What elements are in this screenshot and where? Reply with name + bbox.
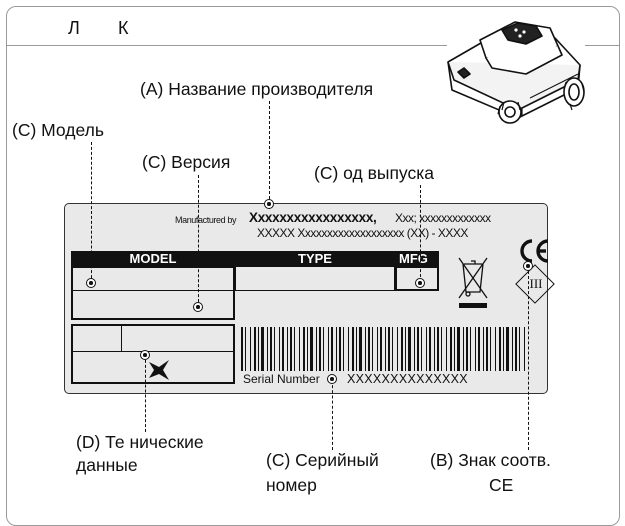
label-model: (C) Модель (12, 120, 104, 140)
label-ce-2: CE (489, 475, 514, 495)
technical-divider-vert (121, 326, 122, 351)
type-cell (235, 266, 395, 291)
leader-technical (145, 355, 146, 432)
label-version: (C) Версия (142, 152, 231, 172)
mfg-column-header: MFG (395, 251, 439, 267)
label-year: (C) од выпуска (314, 163, 435, 183)
address-line-2: XXXXX Xxxxxxxxxxxxxxxxxxx (XX) - XXXX (257, 226, 468, 240)
rating-plate: Manufactured by Xxxxxxxxxxxxxxxxx, Xxx; … (64, 203, 555, 394)
leader-ce (528, 266, 529, 450)
blade-icon (149, 360, 169, 380)
header-divider-right (585, 45, 619, 46)
leader-version (198, 175, 199, 307)
model-version-divider (71, 290, 235, 291)
weee-bin-icon (458, 257, 488, 308)
leader-serial (332, 380, 333, 450)
label-serial-2: номер (266, 475, 317, 495)
header-letter-2: К (118, 18, 129, 38)
leader-year (420, 185, 421, 282)
label-technical-1: (D) Те нические (76, 432, 204, 452)
label-manufacturer: (A) Название производителя (140, 79, 374, 99)
class-iii-text: III (529, 276, 543, 291)
callout-dot-technical (140, 350, 150, 360)
header-letter-1: Л (68, 18, 80, 38)
label-ce-1: (B) Знак соотв. (430, 450, 551, 470)
serial-number-label: Serial Number (243, 372, 320, 386)
callout-dot-year (415, 278, 425, 288)
callout-dot-manufacturer (264, 199, 274, 209)
callout-dot-model (86, 278, 96, 288)
leader-manufacturer (269, 101, 270, 209)
serial-barcode (241, 327, 525, 371)
label-technical-2: данные (76, 455, 138, 475)
serial-number-value: XXXXXXXXXXXXXX (347, 372, 468, 386)
header-divider (7, 45, 447, 46)
manufacturer-name: Xxxxxxxxxxxxxxxxx, (249, 210, 377, 225)
type-column-header: TYPE (235, 251, 395, 267)
technical-divider (73, 351, 233, 352)
callout-dot-serial (327, 374, 337, 384)
robot-mower-image (447, 21, 585, 124)
address-line-1: Xxx; xxxxxxxxxxxxx (395, 211, 491, 225)
label-serial-1: (C) Серийный (266, 450, 379, 470)
model-cell (71, 266, 235, 320)
leader-model (91, 142, 92, 283)
callout-dot-version (193, 302, 203, 312)
manufactured-by-text: Manufactured by (175, 215, 237, 225)
ce-mark-icon (520, 239, 549, 263)
model-column-header: MODEL (71, 251, 235, 267)
callout-dot-ce (523, 261, 533, 271)
